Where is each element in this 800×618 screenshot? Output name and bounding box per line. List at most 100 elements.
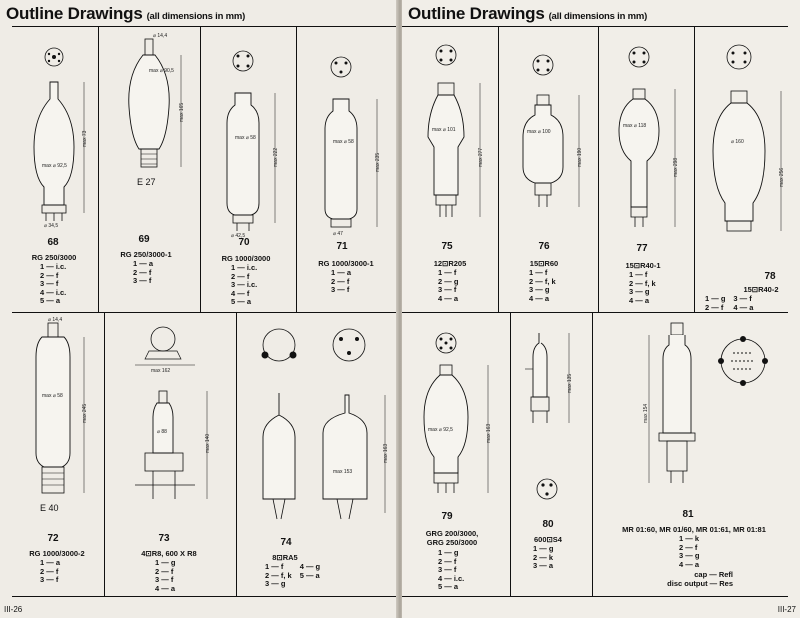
drawing-81: max 154 81 MR 01:60, MR 01/60, MR 01:61,… [593,313,800,596]
tube-outline-80: max 135 [525,333,573,500]
base-label: E 40 [40,503,59,513]
dim-73-height: max 140 [205,434,211,453]
dim-68-dia: max ⌀ 92,5 [42,163,67,169]
drawing-number: 75 [441,241,453,252]
tube-type: RG 1000/3000 [221,254,271,263]
drawing-68: max 73 max ⌀ 92,5 ⌀ 34,5 68 RG 250/3000 … [12,27,98,312]
dim-68-height: max 73 [82,130,88,147]
dim-77-height: max 298 [673,158,679,177]
drawing-number: 77 [636,243,648,254]
page-title-left: Outline Drawings(all dimensions in mm) [6,4,246,23]
page-subtitle-right: (all dimensions in mm) [548,11,648,22]
dim-80-height: max 135 [567,374,573,393]
grid-rule [694,26,695,312]
dim-72-dia: max ⌀ 58 [42,393,63,399]
grid-rule [98,26,99,312]
dim-70-base: ⌀ 42,5 [231,233,245,239]
dim-78-dia: ⌀ 160 [731,139,744,145]
grid-rule [598,26,599,312]
dim-76-dia: max ⌀ 100 [527,129,551,135]
base-label: E 27 [137,177,156,187]
drawing-71: max 235 max ⌀ 58 ⌀ 47 71 RG 1000/3000-1 … [297,27,398,312]
tube-outline-79: max 163 max ⌀ 92,5 [423,332,492,493]
dim-73-width: max 162 [151,368,170,374]
dim-70-height: max 222 [273,148,279,167]
dim-71-base: ⌀ 47 [333,231,343,237]
tube-outline-72: max 245 max ⌀ 58 ⌀ 14,4 [35,317,88,494]
tube-outline-78: max 256 ⌀ 160 [712,44,785,232]
dim-79-dia: max ⌀ 92,5 [428,427,453,433]
tube-type: RG 1000/3000-1 [318,259,374,268]
tube-type: 15⊡R40-2 [743,285,779,294]
dim-79-height: max 163 [486,424,492,443]
tube-type: 4⊡R8, 600 X R8 [141,549,197,558]
dim-69-dia: max ⌀ 90,5 [149,68,174,74]
grid-rule [498,26,499,312]
tube-outline-70: max 222 max ⌀ 58 ⌀ 42,5 [226,50,279,239]
tube-outline-69: max 165 max ⌀ 90,5 ⌀ 14,4 [128,33,185,168]
left-page: Outline Drawings(all dimensions in mm) m… [0,0,398,618]
book-gutter [396,0,404,618]
drawing-number: 72 [47,533,59,544]
grid-rule [402,312,788,313]
drawing-73: max 162 max 140 ⌀ 88 73 4⊡R8, 600 X R8 1… [105,313,236,596]
tube-outline-74: max 163 max 153 [261,328,389,520]
tube-type: MR 01:60, MR 01/60, MR 01:61, MR 01:81 [622,525,766,534]
tube-type: 600⊡S4 [534,535,562,544]
drawing-69: max 165 max ⌀ 90,5 ⌀ 14,4 E 27 69 RG 250… [99,27,200,312]
dim-71-dia: max ⌀ 58 [333,139,354,145]
grid-rule [104,312,105,596]
drawing-number: 80 [542,519,554,530]
drawing-number: 69 [138,234,150,245]
grid-rule [296,26,297,312]
drawing-number: 81 [682,509,694,520]
dim-76-height: max 190 [577,148,583,167]
drawing-79: max 163 max ⌀ 92,5 79 GRG 200/3000, GRG … [402,313,510,596]
dim-74-height2: max 153 [333,469,352,475]
drawing-number: 74 [280,537,292,548]
grid-rule [200,26,201,312]
drawing-number: 71 [336,241,348,252]
drawing-number: 79 [441,511,453,522]
dim-71-height: max 235 [375,153,381,172]
tube-outline-73: max 162 max 140 ⌀ 88 [135,326,211,499]
grid-rule [12,596,398,597]
tube-outline-77: max 298 max ⌀ 118 [618,46,679,227]
dim-78-height: max 256 [779,168,785,187]
tube-outline-76: max 190 max ⌀ 100 [522,54,583,207]
page-title-right: Outline Drawings(all dimensions in mm) [408,4,648,23]
dim-75-dia: max ⌀ 101 [432,127,456,133]
grid-rule [12,26,398,27]
tube-type: RG 250/3000 [31,253,77,262]
drawing-number: 68 [47,237,59,248]
dim-68-base: ⌀ 34,5 [44,223,58,229]
tube-outline-75: max 277 max ⌀ 101 [427,44,484,217]
dim-81-height: max 154 [643,404,649,423]
dim-69-top: ⌀ 14,4 [153,33,167,39]
tube-outline-68: max 73 max ⌀ 92,5 ⌀ 34,5 [33,47,88,229]
right-page: Outline Drawings(all dimensions in mm) m… [402,0,800,618]
drawing-number: 70 [238,237,250,248]
grid-rule [236,312,237,596]
page-number-right: III-27 [777,605,796,614]
dim-70-dia: max ⌀ 58 [235,135,256,141]
dim-72-height: max 245 [82,404,88,423]
tube-type: 15⊡R60 [529,259,559,268]
tube-type: 8⊡RA5 [272,553,298,562]
drawing-70: max 222 max ⌀ 58 ⌀ 42,5 70 RG 1000/3000 … [201,27,296,312]
drawing-number: 78 [764,271,776,282]
